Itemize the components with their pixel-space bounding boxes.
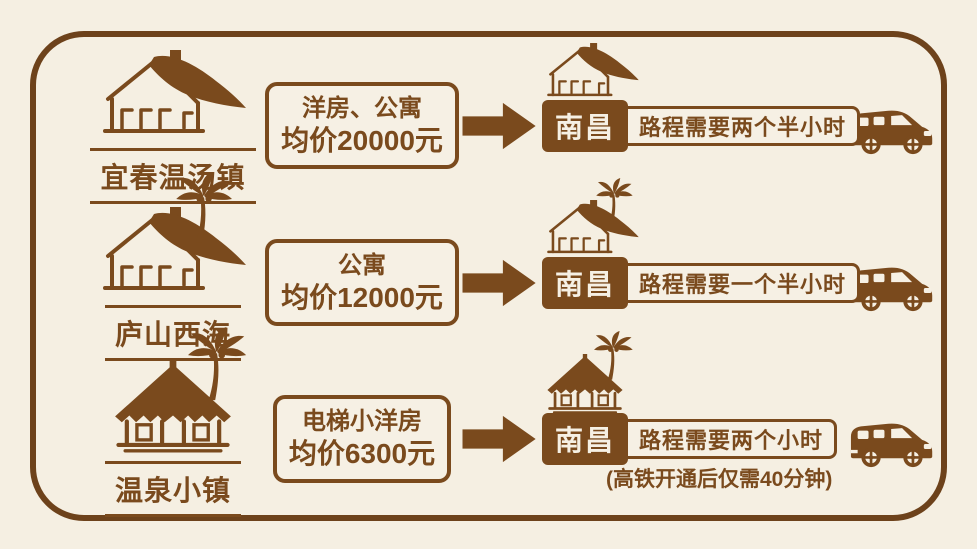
origin-illustration: [98, 204, 248, 299]
origin-label: 庐山西海: [104, 305, 241, 361]
origin-group: 温泉小镇: [80, 361, 266, 517]
price-type: 公寓: [338, 251, 386, 279]
border-frame: 宜春温汤镇 洋房、公寓 均价20000元 南昌 路程需要两个半小时: [30, 31, 947, 521]
destination-illustration: [544, 41, 640, 102]
destination-bar: 南昌 路程需要两个小时: [542, 413, 838, 465]
price-box: 洋房、公寓 均价20000元: [265, 81, 459, 170]
destination-bar: 南昌 路程需要一个半小时: [542, 256, 861, 309]
price-box: 公寓 均价12000元: [265, 238, 459, 327]
price-box: 电梯小洋房 均价6300元: [272, 395, 452, 483]
origin-illustration: [110, 361, 236, 455]
destination-illustration: [544, 354, 626, 415]
destination-illustration: [544, 198, 640, 259]
palm-tree-icon: [176, 172, 234, 244]
price-column: 电梯小洋房 均价6300元: [266, 395, 458, 483]
arrow-right-icon: [462, 413, 538, 465]
arrow-right-icon: [462, 100, 538, 152]
high-speed-rail-note: (高铁开通后仅需40分钟): [606, 468, 833, 491]
destination-group: 南昌 路程需要一个半小时: [542, 263, 861, 309]
palm-tree-icon: [188, 327, 248, 402]
travel-time-label: 路程需要两个小时: [639, 428, 824, 453]
arrow-right-icon: [462, 257, 538, 309]
arrow-column: [458, 413, 542, 465]
price-value: 均价6300元: [288, 438, 436, 470]
palm-tree-icon: [594, 331, 634, 381]
route-row-lushan: 庐山西海 公寓 均价12000元 南昌 路程需要一个半: [36, 204, 941, 361]
travel-time-label: 路程需要两个半小时: [639, 114, 847, 140]
destination-city-badge: 南昌: [542, 413, 629, 465]
palm-tree-icon: [596, 178, 634, 225]
route-row-wenquan: 温泉小镇 电梯小洋房 均价6300元 南昌 路程需要两: [36, 361, 941, 517]
house-icon: [544, 41, 640, 102]
destination-group: 南昌 路程需要两个小时 (高铁开通后仅需40分钟): [542, 413, 842, 491]
arrow-column: [458, 100, 542, 152]
destination-city-badge: 南昌: [542, 99, 629, 152]
travel-time-label: 路程需要一个半小时: [639, 271, 847, 297]
car-icon: [845, 408, 939, 470]
origin-label: 温泉小镇: [104, 461, 241, 517]
vehicle-column: [842, 408, 942, 470]
price-type: 电梯小洋房: [301, 408, 422, 436]
origin-illustration: [98, 47, 248, 142]
price-type: 洋房、公寓: [302, 94, 422, 122]
destination-group: 南昌 路程需要两个半小时: [542, 106, 861, 152]
price-column: 公寓 均价12000元: [265, 238, 459, 327]
house-icon: [98, 47, 248, 142]
origin-group: 庐山西海: [80, 204, 266, 361]
price-value: 均价20000元: [281, 124, 443, 156]
route-row-yichun: 宜春温汤镇 洋房、公寓 均价20000元 南昌 路程需要两个半小时: [36, 47, 941, 204]
arrow-column: [458, 257, 542, 309]
origin-group: 宜春温汤镇: [80, 47, 266, 204]
destination-bar: 南昌 路程需要两个半小时: [542, 99, 861, 152]
price-column: 洋房、公寓 均价20000元: [265, 81, 459, 170]
destination-city-badge: 南昌: [542, 256, 629, 309]
price-value: 均价12000元: [281, 281, 443, 313]
